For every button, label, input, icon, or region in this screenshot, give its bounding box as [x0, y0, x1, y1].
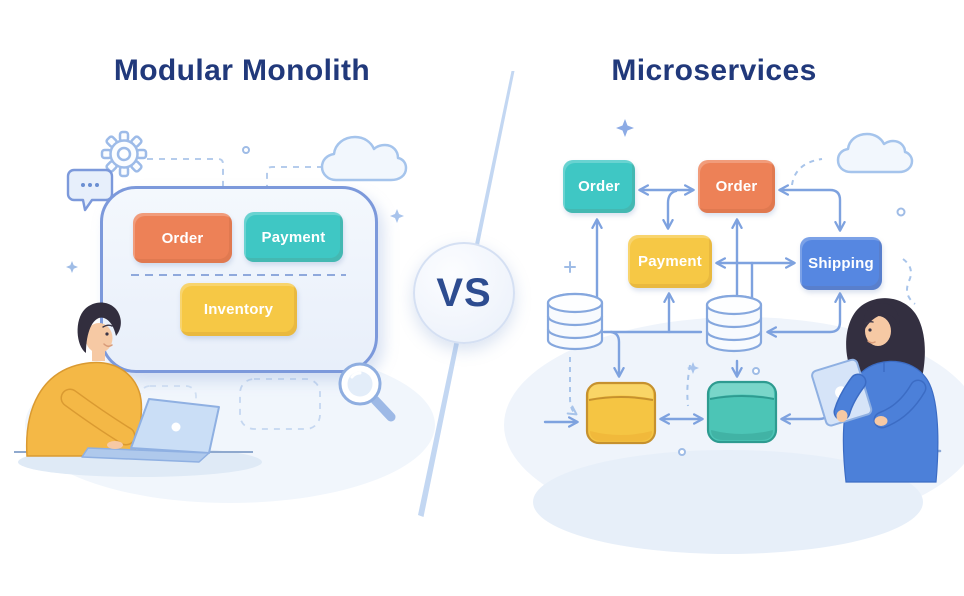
dot-rings: [678, 207, 906, 456]
vs-label: VS: [436, 270, 492, 315]
package-box-icon-teal: [706, 380, 778, 444]
sparkle-icon: [564, 261, 576, 273]
sparkle-icon: [687, 362, 699, 374]
laptop-icon: [81, 398, 220, 463]
left-title: Modular Monolith: [113, 54, 371, 87]
module-inventory: Inventory: [180, 283, 297, 336]
cloud-icon: [320, 135, 408, 182]
dashed-connector-cloud: [266, 166, 323, 187]
module-payment: Payment: [244, 212, 343, 262]
right-title: Microservices: [611, 54, 817, 87]
service-payment-label: Payment: [638, 253, 702, 270]
service-shipping: Shipping: [800, 237, 882, 290]
service-order-orange-label: Order: [715, 178, 758, 195]
dashed-connector-gear: [147, 158, 224, 187]
ghost-dashed-boxes: [139, 378, 321, 430]
service-order-teal: Order: [563, 160, 635, 213]
service-order-orange: Order: [698, 160, 775, 213]
speech-bubble-icon: [66, 168, 114, 212]
sparkle-icon: [390, 209, 404, 223]
service-order-teal-label: Order: [578, 178, 620, 195]
database-icon: [546, 292, 604, 351]
module-order: Order: [133, 213, 232, 263]
service-payment: Payment: [628, 235, 712, 288]
module-payment-label: Payment: [261, 228, 326, 246]
magnifier-icon: [338, 362, 396, 422]
vs-badge: VS: [413, 242, 515, 344]
database-icon: [705, 294, 763, 353]
cloud-icon: [836, 132, 914, 174]
sparkle-icon: [616, 119, 634, 137]
dot-ring: [242, 146, 250, 154]
sparkle-icon: [66, 261, 78, 273]
person-analyst-right: [811, 298, 939, 483]
gear-icon: [100, 130, 148, 178]
service-shipping-label: Shipping: [808, 255, 874, 272]
person-developer-left: [14, 302, 253, 463]
module-order-label: Order: [161, 229, 204, 247]
package-box-icon-yellow: [585, 381, 657, 445]
module-inventory-label: Inventory: [203, 301, 274, 318]
